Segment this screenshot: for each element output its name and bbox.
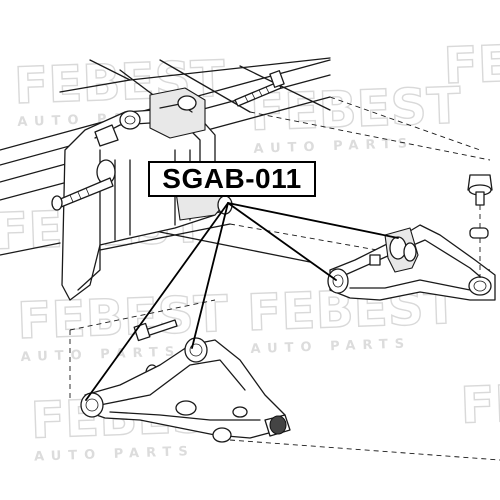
dashed-locator-lines xyxy=(69,299,500,461)
watermark-tagline: AUTO PARTS xyxy=(250,336,411,357)
ball-joint xyxy=(467,174,493,278)
watermark-brand: FEBEST xyxy=(443,30,500,95)
side-bolt xyxy=(51,177,114,211)
lower-control-arm xyxy=(80,337,291,443)
watermark-brand: FEBEST xyxy=(460,369,500,434)
upper-control-arm xyxy=(327,224,496,301)
watermark-tagline: AUTO PARTS xyxy=(34,444,195,465)
watermark-tagline: AUTO PARTS xyxy=(20,344,181,365)
part-number-label: SGAB-011 xyxy=(148,161,316,197)
watermark-tagline: AUTO PARTS xyxy=(253,136,414,157)
upper-bolt xyxy=(234,70,285,107)
callout-leaders xyxy=(85,202,399,401)
